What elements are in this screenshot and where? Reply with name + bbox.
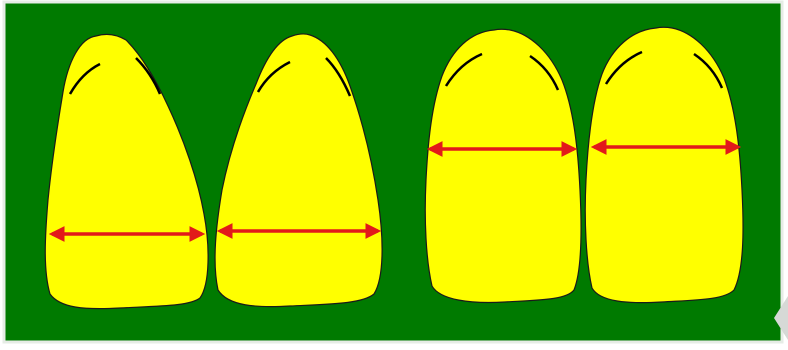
- tooth-4: [585, 27, 743, 302]
- tooth-3: [425, 29, 581, 302]
